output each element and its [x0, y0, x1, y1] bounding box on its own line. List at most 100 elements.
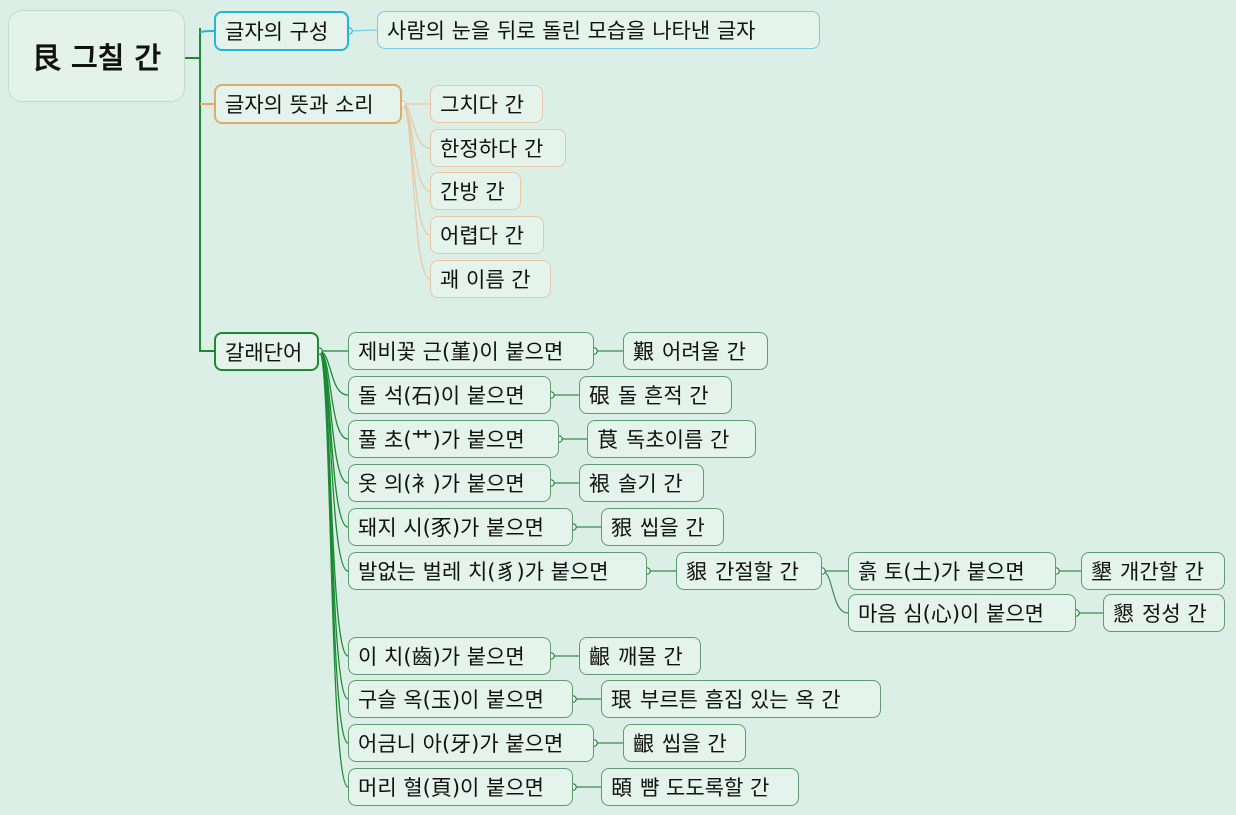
node-text: 어렵다 간 [440, 224, 524, 248]
node-text: 돌 흔적 간 [618, 384, 709, 408]
node-text: 풀 초( [358, 428, 412, 452]
hanja-char: 茛 [597, 428, 618, 452]
derived-condition[interactable]: 머리 혈(頁)이 붙으면 [348, 768, 573, 806]
derived-condition[interactable]: 돼지 시(豕)가 붙으면 [348, 508, 573, 546]
derived-sub-condition[interactable]: 흙 토(土)가 붙으면 [848, 552, 1056, 590]
derived-result[interactable]: 艱 어려울 간 [623, 332, 768, 370]
hanja-char: 頣 [611, 776, 632, 800]
derived-sub-result[interactable]: 懇 정성 간 [1103, 594, 1225, 632]
node-text: 깨물 간 [618, 645, 683, 669]
derived-result[interactable]: 齦 씹을 간 [623, 724, 746, 762]
meaning-item[interactable]: 한정하다 간 [430, 129, 566, 167]
node-text: 부르튼 흠집 있는 옥 간 [640, 688, 841, 712]
derived-result[interactable]: 茛 독초이름 간 [587, 420, 756, 458]
meaning-item[interactable]: 어렵다 간 [430, 216, 544, 254]
hanja-char: 艹 [411, 428, 433, 452]
hanja-char: 貇 [686, 560, 707, 584]
hanja-char: 頁 [430, 776, 452, 800]
hanja-char: 裉 [589, 472, 610, 496]
hanja-char: 衤 [411, 472, 433, 496]
hanja-char: 艱 [633, 340, 654, 364]
hanja-char: 土 [911, 560, 933, 584]
node-text: 갈래단어 [225, 340, 303, 365]
node-text: 제비꽃 근( [358, 340, 451, 364]
derived-result[interactable]: 硍 돌 흔적 간 [579, 376, 732, 414]
node-text: )가 붙으면 [516, 560, 609, 584]
connector-line [821, 570, 849, 614]
node-text: 돼지 시( [358, 516, 431, 540]
hanja-char: 懇 [1113, 602, 1134, 626]
connector-line [348, 29, 378, 32]
hanja-char: 墾 [1091, 560, 1112, 584]
meaning-item[interactable]: 간방 간 [430, 172, 521, 210]
connector-line [199, 30, 215, 34]
node-text: 뺨 도도록할 간 [640, 776, 770, 800]
node-text: 그치다 간 [440, 93, 524, 117]
node-text: 흙 토( [858, 560, 912, 584]
hanja-char: 石 [411, 384, 433, 408]
hanja-char: 豤 [611, 516, 632, 540]
node-text: 마음 심( [858, 602, 931, 626]
node-text: 어려울 간 [662, 340, 746, 364]
derived-sub-condition[interactable]: 마음 심(心)이 붙으면 [848, 594, 1076, 632]
node-text: 씹을 간 [662, 732, 727, 756]
node-text: 독초이름 간 [626, 428, 730, 452]
connector-line [401, 103, 431, 280]
hanja-char: 心 [930, 602, 952, 626]
node-text: 간절할 간 [715, 560, 799, 584]
derived-condition[interactable]: 이 치(齒)가 붙으면 [348, 637, 551, 675]
derived-result[interactable]: 珢 부르튼 흠집 있는 옥 간 [601, 680, 881, 718]
node-text: 어금니 아( [358, 732, 451, 756]
hanja-char: 玉 [430, 688, 452, 712]
node-text: 구슬 옥( [358, 688, 431, 712]
hanja-char: 堇 [450, 340, 472, 364]
branch-derived[interactable]: 갈래단어 [214, 332, 319, 371]
node-text: 정성 간 [1142, 602, 1207, 626]
derived-condition[interactable]: 옷 의(衤)가 붙으면 [348, 464, 551, 502]
derived-condition[interactable]: 어금니 아(牙)가 붙으면 [348, 724, 594, 762]
node-text: 이 치( [358, 645, 412, 669]
branch-meaning[interactable]: 글자의 뜻과 소리 [214, 84, 402, 124]
node-text: 씹을 간 [640, 516, 705, 540]
node-text: )가 붙으면 [451, 516, 544, 540]
node-text: 사람의 눈을 뒤로 돌린 모습을 나타낸 글자 [387, 19, 756, 43]
meaning-item[interactable]: 그치다 간 [430, 85, 543, 123]
derived-result[interactable]: 貇 간절할 간 [676, 552, 822, 590]
derived-condition[interactable]: 구슬 옥(玉)이 붙으면 [348, 680, 573, 718]
derived-condition[interactable]: 제비꽃 근(堇)이 붙으면 [348, 332, 594, 370]
node-text: )이 붙으면 [471, 340, 564, 364]
derived-result[interactable]: 豤 씹을 간 [601, 508, 724, 546]
derived-condition[interactable]: 발없는 벌레 치(豸)가 붙으면 [348, 552, 647, 590]
node-text: 괘 이름 간 [440, 268, 531, 292]
node-text: 옷 의( [358, 472, 412, 496]
derived-result[interactable]: 頣 뺨 도도록할 간 [601, 768, 799, 806]
node-text: 글자의 구성 [225, 20, 329, 44]
hanja-char: 齦 [633, 732, 654, 756]
hanja-char: 豕 [430, 516, 452, 540]
node-text: )이 붙으면 [451, 688, 544, 712]
derived-result[interactable]: 齦 깨물 간 [579, 637, 701, 675]
structure-description[interactable]: 사람의 눈을 뒤로 돌린 모습을 나타낸 글자 [377, 11, 820, 49]
node-text: )이 붙으면 [432, 384, 525, 408]
hanja-char: 豸 [495, 560, 517, 584]
node-text: 돌 석( [358, 384, 412, 408]
node-text: 발없는 벌레 치( [358, 560, 496, 584]
node-text: 간방 간 [440, 180, 505, 204]
meaning-item[interactable]: 괘 이름 간 [430, 260, 551, 298]
node-text: 艮 그칠 간 [31, 41, 162, 75]
connector-line [318, 350, 349, 788]
node-text: )가 붙으면 [432, 472, 525, 496]
node-text: 글자의 뜻과 소리 [225, 93, 374, 117]
derived-condition[interactable]: 돌 석(石)이 붙으면 [348, 376, 551, 414]
derived-condition[interactable]: 풀 초(艹)가 붙으면 [348, 420, 559, 458]
hanja-char: 硍 [589, 384, 610, 408]
node-text: 머리 혈( [358, 776, 431, 800]
hanja-char: 齦 [589, 645, 610, 669]
node-text: )가 붙으면 [471, 732, 564, 756]
branch-structure[interactable]: 글자의 구성 [214, 11, 349, 51]
hanja-char: 珢 [611, 688, 632, 712]
